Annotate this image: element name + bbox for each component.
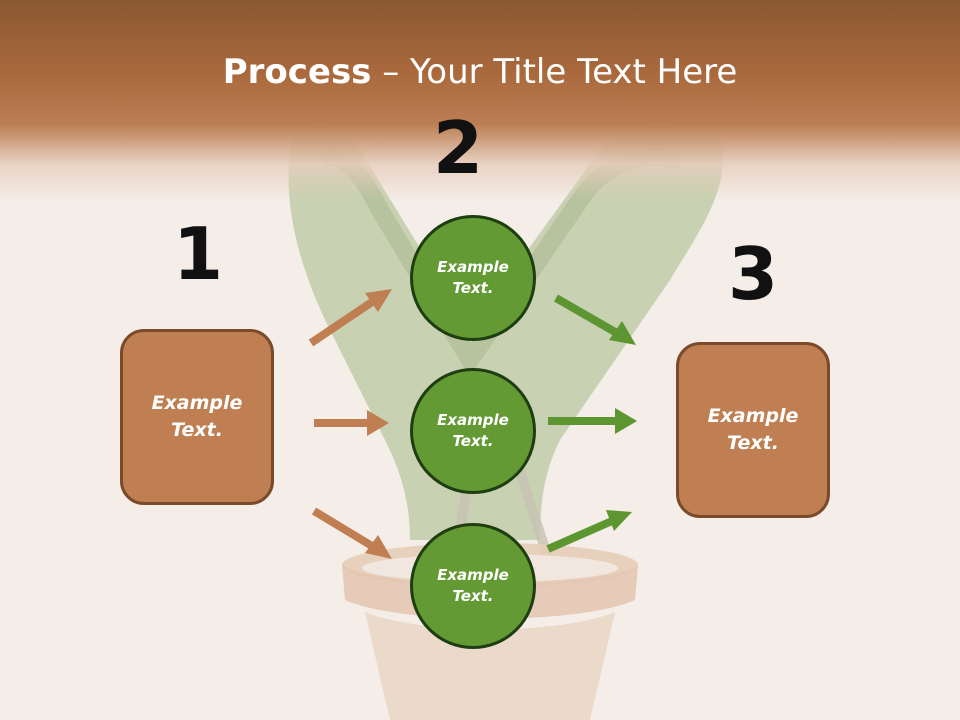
arrow-middle-to-3 (548, 408, 637, 434)
title-bar (0, 0, 960, 200)
step-number-2: 2 (432, 106, 484, 190)
circle-middle-text: Example Text. (437, 411, 509, 450)
step-number-3: 3 (727, 232, 779, 316)
step-2-circle-middle: Example Text. (410, 368, 536, 494)
step-number-1: 1 (172, 212, 224, 296)
arrow-1-to-bottom (311, 507, 392, 559)
step-3-box: Example Text. (676, 342, 830, 518)
arrow-bottom-to-3 (546, 510, 632, 553)
title-bold: Process (222, 52, 372, 92)
step-1-text: Example Text. (151, 392, 243, 441)
circle-top-text: Example Text. (437, 258, 509, 297)
title-rest: – Your Title Text Here (371, 52, 738, 92)
arrow-1-to-top (308, 289, 392, 347)
step-1-box: Example Text. (120, 329, 274, 505)
arrow-top-to-3 (554, 294, 636, 345)
arrow-1-to-middle (314, 410, 389, 436)
step-3-text: Example Text. (707, 405, 799, 454)
slide-title: Process – Your Title Text Here (0, 52, 960, 92)
step-2-circle-top: Example Text. (410, 215, 536, 341)
circle-bottom-text: Example Text. (437, 566, 509, 605)
step-2-circle-bottom: Example Text. (410, 523, 536, 649)
